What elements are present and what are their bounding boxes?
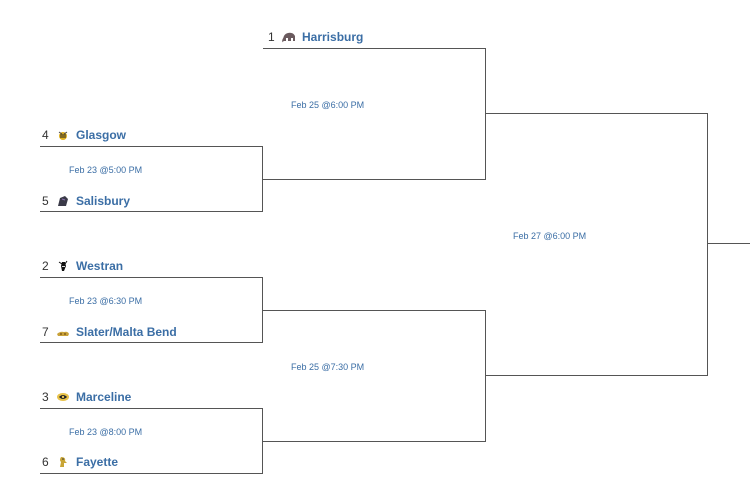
bracket-line [262,146,263,212]
bracket-line [40,473,263,474]
bracket-line [485,48,486,180]
team-seed: 1 [268,30,275,44]
team-name-link[interactable]: Slater/Malta Bend [76,325,177,339]
team-seed: 7 [42,325,49,339]
team-seed: 6 [42,455,49,469]
bracket-line [485,375,707,376]
team-harrisburg: 1 Harrisburg [268,28,363,46]
game-time-link[interactable]: Feb 23 @5:00 PM [69,165,143,175]
team-name-link[interactable]: Harrisburg [302,30,364,44]
bracket-line [40,342,263,343]
yellowjacket-logo-icon [56,129,70,141]
hornet-logo-icon [56,260,70,272]
team-seed: 3 [42,390,49,404]
bracket-line [40,277,263,278]
team-glasgow: 4 Glasgow [42,126,126,144]
bracket-line [40,408,263,409]
team-name-link[interactable]: Glasgow [76,128,127,142]
team-seed: 5 [42,194,49,208]
team-westran: 2 Westran [42,257,123,275]
team-marceline: 3 Marceline [42,388,131,406]
game-time-link[interactable]: Feb 27 @6:00 PM [513,231,587,241]
tiger-logo-icon [56,391,70,403]
bracket-line [263,310,485,311]
team-salisbury: 5 Salisbury [42,192,130,210]
wildcat-logo-icon [56,326,70,338]
team-name-link[interactable]: Fayette [76,455,119,469]
game-time-link[interactable]: Feb 23 @8:00 PM [69,427,143,437]
bracket-line [40,211,263,212]
bracket-line [263,179,485,180]
bracket-line [262,408,263,474]
team-slater-malta-bend: 7 Slater/Malta Bend [42,323,177,341]
elephant-logo-icon [282,31,296,43]
bracket-line [485,113,707,114]
game-time-link[interactable]: Feb 25 @6:00 PM [291,100,365,110]
team-fayette: 6 Fayette [42,453,118,471]
panther-logo-icon [56,195,70,207]
bracket-line [262,277,263,343]
game-time-link[interactable]: Feb 23 @6:30 PM [69,296,143,306]
bracket-line [707,113,708,376]
bracket-line [263,48,485,49]
team-seed: 4 [42,128,49,142]
team-name-link[interactable]: Marceline [76,390,132,404]
team-seed: 2 [42,259,49,273]
bracket-line [485,310,486,442]
team-name-link[interactable]: Salisbury [76,194,131,208]
team-name-link[interactable]: Westran [76,259,124,273]
falcon-logo-icon [56,456,70,468]
bracket-line [263,441,485,442]
bracket-line [707,243,750,244]
bracket-line [40,146,263,147]
game-time-link[interactable]: Feb 25 @7:30 PM [291,362,365,372]
